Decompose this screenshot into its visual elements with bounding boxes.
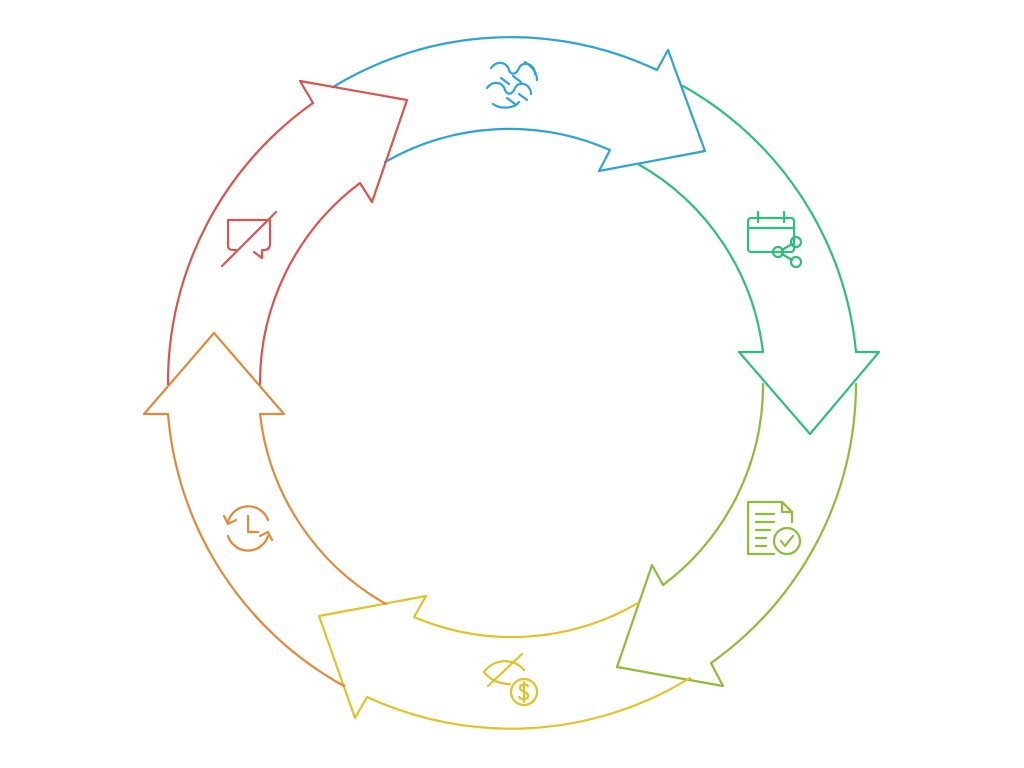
segment-arrow: [166, 79, 409, 386]
segment-arrow: [142, 331, 388, 688]
segment-arrow: [317, 594, 692, 730]
clock-cycle-icon: [222, 505, 274, 552]
eye-off-dollar-icon: [482, 652, 539, 707]
puzzle-hands-icon: [485, 60, 539, 109]
segment-arrow: [636, 84, 881, 436]
segment-hidden-costs: [317, 594, 692, 730]
segment-teamwork: [331, 36, 707, 173]
calendar-share-icon: [746, 210, 803, 269]
segment-arrow: [615, 382, 858, 688]
segment-no-feedback: [166, 79, 409, 386]
segment-arrow: [331, 36, 707, 173]
segment-scheduling: [636, 84, 881, 436]
message-off-icon: [220, 210, 278, 268]
segment-approval: [615, 382, 858, 688]
document-check-icon: [746, 500, 802, 556]
segment-delays: [142, 331, 388, 688]
